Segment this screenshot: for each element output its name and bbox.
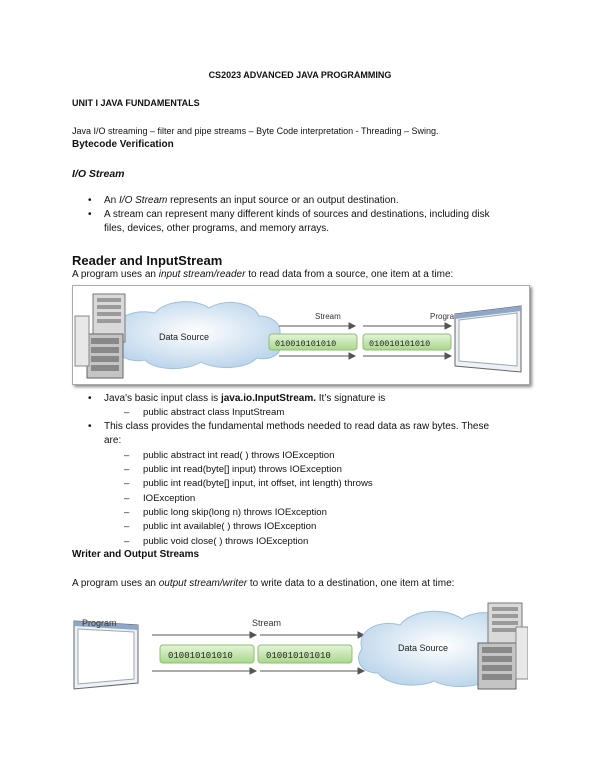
bits-box-1: 010010101010 xyxy=(275,339,336,349)
bits-box-2: 010010101010 xyxy=(369,339,430,349)
stream-arrows xyxy=(279,322,453,360)
reader-heading: Reader and InputStream xyxy=(72,253,223,268)
program-window-icon xyxy=(454,305,522,373)
stream-label: Stream xyxy=(315,312,341,321)
io-bullet-1-text: An I/O Stream represents an input source… xyxy=(104,195,399,206)
reader-intro: A program uses an input stream/reader to… xyxy=(72,269,454,280)
bits-box-1: 010010101010 xyxy=(168,651,233,661)
inputstream-bullet-1-text: Java's basic input class is java.io.Inpu… xyxy=(104,393,386,404)
bullet-icon: • xyxy=(88,209,92,220)
data-source-label: Data Source xyxy=(159,332,209,342)
bullet-icon: • xyxy=(88,195,92,206)
document-title: CS2023 ADVANCED JAVA PROGRAMMING xyxy=(208,70,392,80)
input-stream-diagram-svg: Data Source Stream Program 01001010101 xyxy=(74,293,522,379)
program-window-icon xyxy=(73,620,139,690)
io-bullet-2-line1: A stream can represent many different ki… xyxy=(104,209,490,220)
server-icon xyxy=(74,293,126,379)
stream-label: Stream xyxy=(252,618,281,628)
bullet-icon: • xyxy=(88,393,92,404)
server-icon xyxy=(477,602,528,690)
data-source-label: Data Source xyxy=(398,643,448,653)
output-stream-diagram-svg: Program Stream 010010101010 010010101010… xyxy=(73,602,528,690)
bits-box-2: 010010101010 xyxy=(266,651,331,661)
input-stream-diagram: Data Source Stream Program 01001010101 xyxy=(72,285,530,385)
inputstream-bullet-2-line1: This class provides the fundamental meth… xyxy=(104,421,490,432)
topics-line: Java I/O streaming – filter and pipe str… xyxy=(72,126,439,136)
dash-icon: – xyxy=(124,407,130,418)
program-label: Program xyxy=(430,312,461,321)
bytecode-heading: Bytecode Verification xyxy=(72,139,174,150)
writer-intro: A program uses an output stream/writer t… xyxy=(72,578,455,589)
inputstream-signature-text: public abstract class InputStream xyxy=(143,407,285,418)
io-stream-heading: I/O Stream xyxy=(72,168,125,180)
program-label: Program xyxy=(82,618,117,628)
stream-arrows xyxy=(152,631,366,675)
bullet-icon: • xyxy=(88,421,92,432)
inputstream-bullet-2-line2: are: xyxy=(104,435,122,446)
output-stream-diagram: Program Stream 010010101010 010010101010… xyxy=(72,599,528,691)
unit-heading: UNIT I JAVA FUNDAMENTALS xyxy=(72,98,200,108)
writer-heading: Writer and Output Streams xyxy=(72,549,200,560)
io-bullet-2-line2: files, devices, other programs, and memo… xyxy=(104,223,330,234)
